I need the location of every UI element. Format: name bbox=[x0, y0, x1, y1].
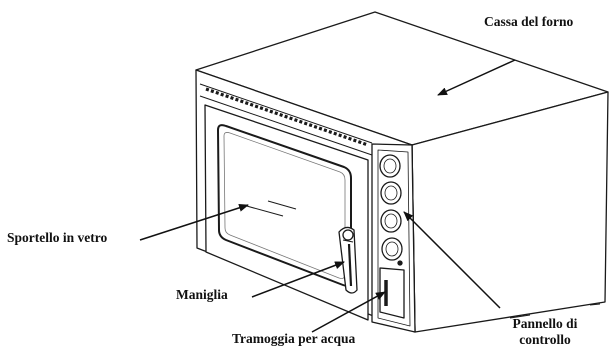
glass-reflection bbox=[242, 204, 284, 217]
arrow-pannello bbox=[403, 211, 501, 309]
arrow-sportello bbox=[139, 203, 249, 241]
knob bbox=[381, 237, 403, 261]
arrow-cassa bbox=[437, 59, 516, 96]
indicator-light bbox=[397, 260, 403, 266]
control-panel bbox=[371, 143, 416, 333]
arrow-tramoggia bbox=[311, 291, 386, 333]
label-cassa-del-forno: Cassa del forno bbox=[484, 14, 574, 29]
label-pannello-line1: Pannello di bbox=[512, 316, 578, 331]
label-sportello-in-vetro: Sportello in vetro bbox=[7, 230, 108, 245]
door-handle bbox=[338, 226, 358, 294]
arrow-maniglia bbox=[251, 261, 345, 298]
vent-strip bbox=[199, 83, 373, 156]
label-tramoggia-per-acqua: Tramoggia per acqua bbox=[232, 331, 356, 346]
label-pannello-line2: controllo bbox=[519, 332, 571, 347]
leader-lines bbox=[139, 59, 516, 333]
label-pannello-di-controllo: Pannello di controllo bbox=[495, 316, 595, 348]
label-maniglia: Maniglia bbox=[176, 287, 228, 302]
door bbox=[204, 104, 369, 321]
knobs bbox=[379, 154, 403, 261]
oven-foot bbox=[589, 303, 601, 306]
knob bbox=[380, 209, 402, 233]
oven-foot bbox=[509, 314, 531, 319]
knob bbox=[379, 154, 401, 178]
glass-reflection bbox=[267, 200, 297, 210]
knob bbox=[380, 181, 402, 205]
